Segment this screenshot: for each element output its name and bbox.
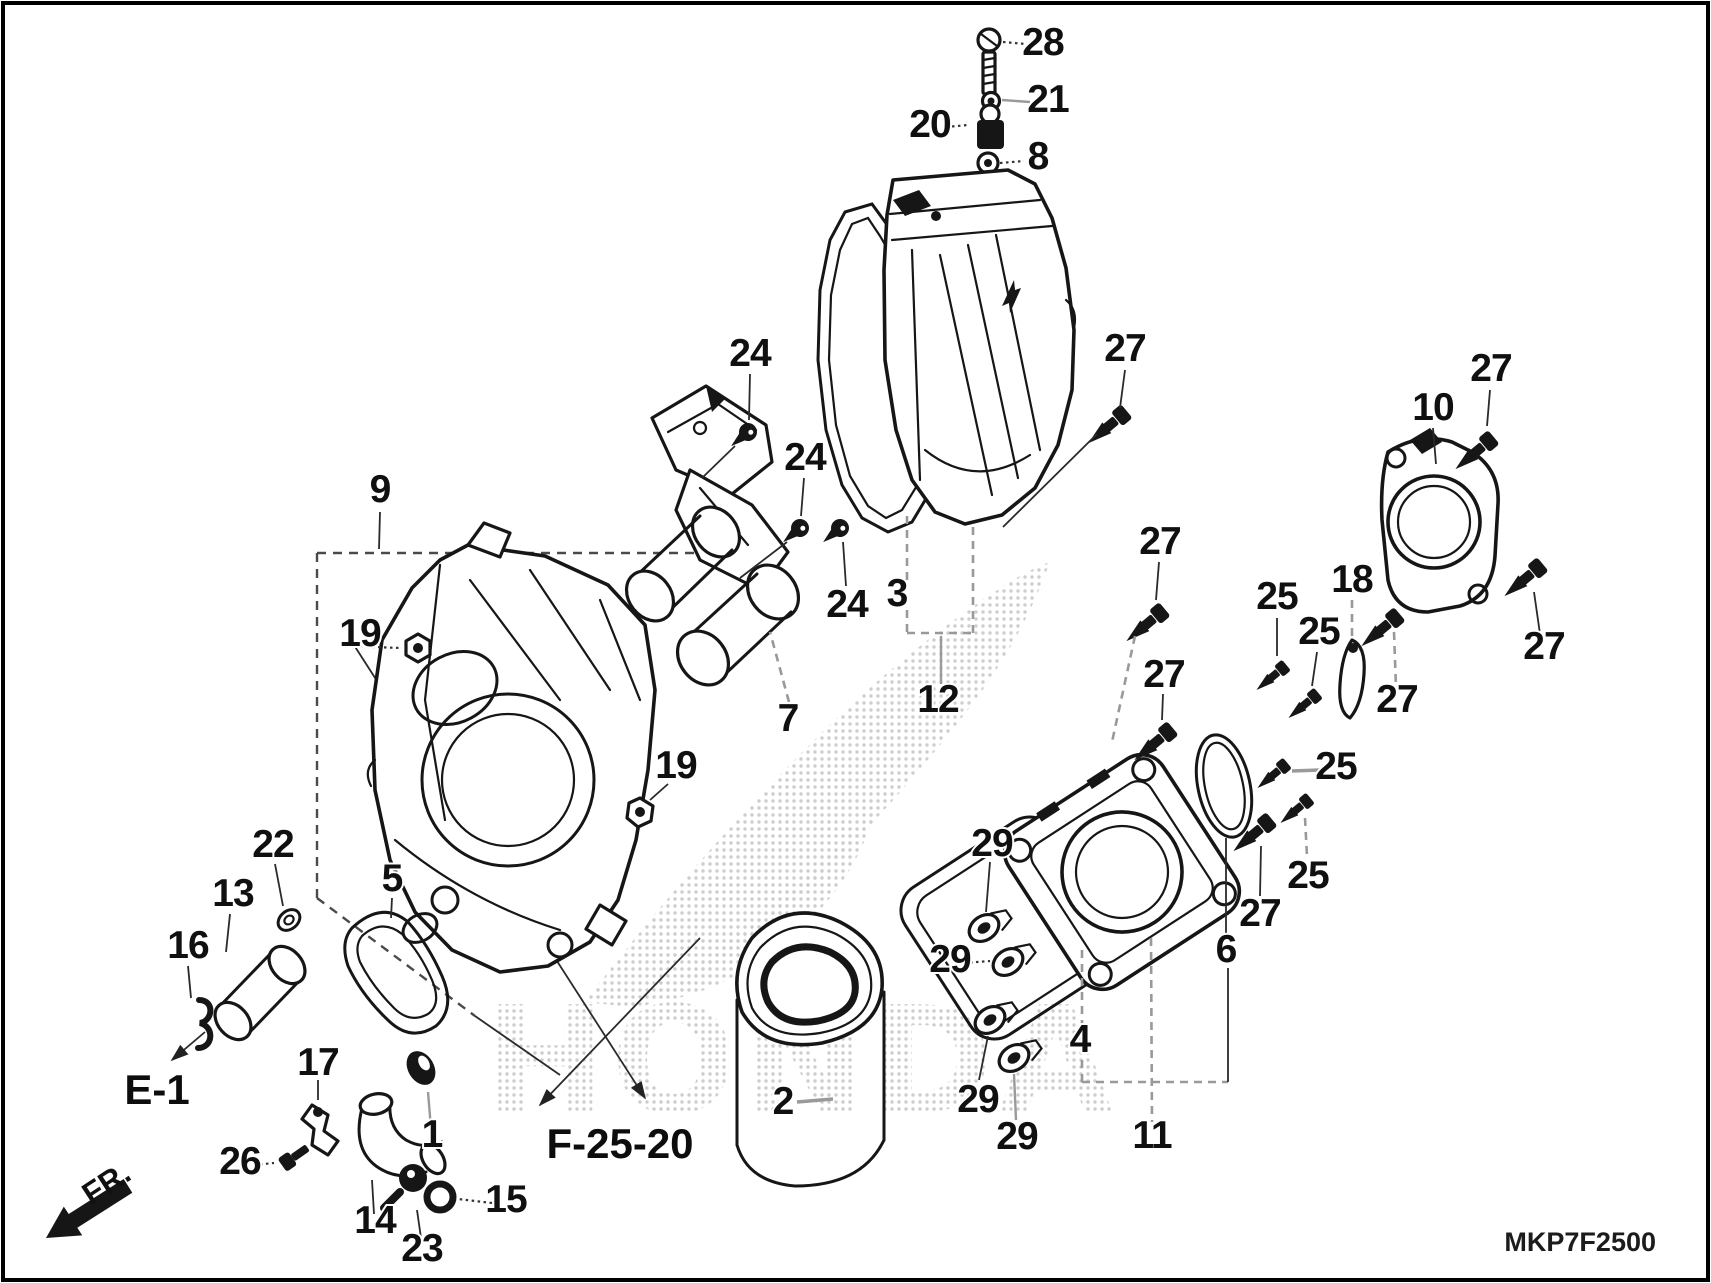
part-14-tube [357,1092,447,1178]
part-label-29: 29 [971,822,1013,865]
part-label-16: 16 [167,924,209,967]
part-22-clamp [276,908,302,932]
part-label-26: 26 [219,1140,261,1183]
part-label-29: 29 [996,1115,1038,1158]
part-label-19: 19 [339,612,381,655]
part-16-clip [195,997,214,1051]
part-label-4: 4 [1070,1018,1092,1061]
part-27-bolt [1504,558,1548,597]
part-12-air-cleaner-cover [882,168,1077,526]
part-19-grommet [404,632,432,664]
part-label-7: 7 [778,697,799,740]
part-label-21: 21 [1027,78,1069,121]
part-23-bolt [380,1164,427,1212]
front-arrow-icon [46,1179,133,1238]
part-label-25: 25 [1256,575,1298,618]
diagram-code: MKP7F2500 [1504,1227,1656,1257]
part-label-23: 23 [401,1227,443,1270]
part-19-grommet [625,796,655,829]
part-15-nut [423,1180,457,1214]
part-label-14: 14 [354,1199,397,1242]
part-29-grommet [991,943,1037,978]
part-label-8: 8 [1028,135,1049,178]
callout-labels: 2821208272424249191973121027272718252525… [165,19,1567,1272]
part-label-29: 29 [957,1078,999,1121]
section-code-ref: F-25-20 [546,1120,693,1167]
part-label-25: 25 [1298,610,1340,653]
part-label-25: 25 [1315,745,1357,788]
part-27-bolt [1233,813,1277,852]
part-label-9: 9 [370,468,391,511]
part-5-seal [343,910,450,1035]
part-label-28: 28 [1022,21,1064,64]
part-7-solenoid-valve [624,384,801,687]
part-label-15: 15 [485,1178,527,1221]
engine-section-ref: E-1 [124,1066,189,1113]
part-label-27: 27 [1376,678,1417,721]
part-label-11: 11 [1132,1114,1172,1157]
part-right-cover [1002,752,1242,992]
part-24-screw [731,423,757,447]
leader-lines [170,40,1541,1239]
part-label-27: 27 [1104,327,1145,370]
part-24-screw [783,519,809,543]
part-label-20: 20 [909,103,951,146]
part-label-27: 27 [1523,625,1564,668]
part-label-27: 27 [1139,520,1180,563]
part-20-nut [977,103,1004,149]
part-label-3: 3 [887,572,908,615]
part-label-19: 19 [655,744,697,787]
part-25-bolt [1256,660,1290,691]
part-10-cover [1379,428,1500,614]
part-6-o-ring [1194,733,1254,839]
part-label-24: 24 [729,332,772,375]
part-label-27: 27 [1470,347,1511,390]
part-label-2: 2 [773,1080,794,1123]
part-29-grommet [973,1001,1019,1036]
part-27-bolt [1126,603,1170,642]
part-18-stay [1338,638,1366,720]
part-label-24: 24 [826,583,869,626]
part-29-grommet [997,1039,1043,1074]
honda-wing-icon [585,562,1050,1008]
part-label-5: 5 [382,857,403,900]
part-label-25: 25 [1287,854,1329,897]
part-27-bolt [1361,608,1405,647]
part-label-1: 1 [422,1113,443,1156]
part-25-bolt [1257,758,1291,789]
part-24-screw [823,519,849,543]
part-label-12: 12 [917,678,959,721]
part-13-tube [213,944,307,1042]
part-27-bolt [1455,431,1499,470]
part-label-29: 29 [929,938,971,981]
part-label-18: 18 [1331,558,1373,601]
part-label-27: 27 [1143,653,1184,696]
part-label-6: 6 [1216,928,1237,971]
part-label-22: 22 [252,823,294,866]
part-17-clip [300,1103,340,1157]
part-1-grommet [406,1051,436,1085]
part-2-air-filter-element [735,911,886,1188]
part-label-27: 27 [1239,892,1280,935]
part-29-grommet [967,909,1013,944]
part-label-10: 10 [1412,386,1454,429]
part-label-24: 24 [784,436,827,479]
part-25-bolt [1280,793,1314,824]
part-27-bolt [1134,722,1178,761]
part-25-bolt [1288,688,1322,719]
part-26-screw [278,1145,309,1171]
part-9-air-cleaner-case [366,521,657,974]
part-label-13: 13 [212,872,254,915]
part-label-17: 17 [297,1041,338,1084]
